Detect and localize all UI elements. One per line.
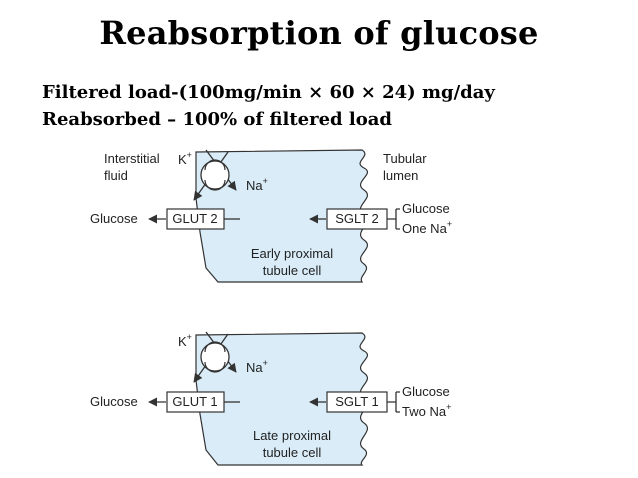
glut1-label: GLUT 1: [172, 394, 217, 409]
late-proximal-label-1: Late proximal: [253, 428, 331, 443]
sodium-label: Na+: [246, 176, 268, 193]
glucose-in-label: Glucose: [402, 384, 450, 399]
pump-rotation-icon: [204, 159, 226, 191]
sglt-input-bracket: [387, 391, 400, 413]
potassium-label: K+: [178, 150, 192, 167]
glucose-in-label: Glucose: [402, 201, 450, 216]
na-in-label: Two Na+: [402, 402, 451, 419]
na-in-label: One Na+: [402, 219, 452, 236]
sglt2-label: SGLT 2: [335, 211, 379, 226]
na-k-pump-icon: [200, 342, 230, 372]
early-proximal-cell-diagram: Interstitial fluid Tubular lumen K+ Na+ …: [90, 149, 452, 283]
reabsorbed-text: Reabsorbed – 100% of filtered load: [42, 109, 392, 130]
tubular-lumen-label-1: Tubular: [383, 151, 427, 166]
late-proximal-cell-diagram: K+ Na+ Glucose GLUT 1 SGLT 1 Glucose Two…: [90, 331, 451, 466]
early-proximal-label-1: Early proximal: [251, 246, 333, 261]
na-k-pump-icon: [200, 160, 230, 190]
glucose-out-label: Glucose: [90, 211, 138, 226]
early-proximal-label-2: tubule cell: [263, 263, 322, 278]
glut2-label: GLUT 2: [172, 211, 217, 226]
interstitial-fluid-label-2: fluid: [104, 168, 128, 183]
tubular-lumen-label-2: lumen: [383, 168, 418, 183]
sodium-label: Na+: [246, 358, 268, 375]
pump-rotation-icon: [204, 341, 226, 373]
potassium-label: K+: [178, 332, 192, 349]
sglt1-label: SGLT 1: [335, 394, 379, 409]
late-proximal-label-2: tubule cell: [263, 445, 322, 460]
slide-title: Reabsorption of glucose: [99, 14, 539, 52]
sglt-input-bracket: [387, 208, 400, 230]
glucose-out-label: Glucose: [90, 394, 138, 409]
interstitial-fluid-label-1: Interstitial: [104, 151, 160, 166]
filtered-load-text: Filtered load-(100mg/min × 60 × 24) mg/d…: [42, 82, 495, 103]
